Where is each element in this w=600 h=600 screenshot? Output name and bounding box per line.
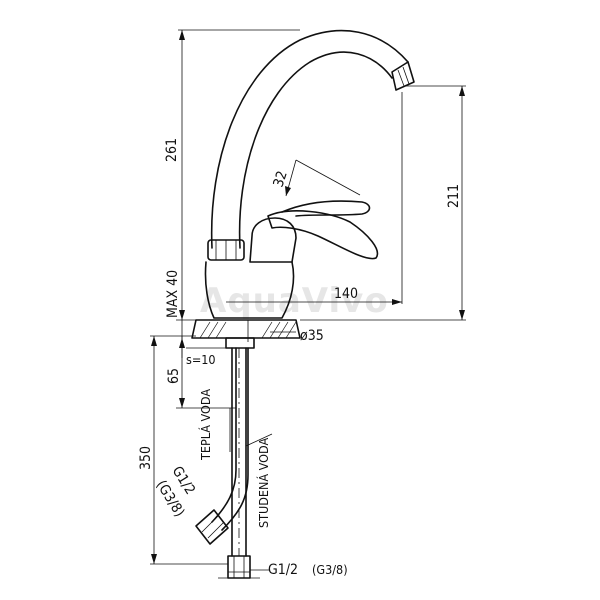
label-cold-water: STUDENÁ VODA <box>256 438 271 528</box>
label-thread-cold-main: G1/2 <box>268 562 298 578</box>
label-thread-cold-alt: (G3/8) <box>312 562 348 577</box>
watermark: AquaVivo <box>200 281 389 321</box>
dimension-lines <box>150 29 466 571</box>
dim-height-total: 261 <box>164 138 180 162</box>
dim-lever-angle: 32 <box>271 169 291 189</box>
faucet-body <box>191 29 415 339</box>
label-hot-water: TEPLÁ VODA <box>198 389 213 461</box>
dim-height-spout: 211 <box>446 184 462 208</box>
dim-reach: 140 <box>334 286 358 302</box>
dim-max-base: MAX 40 <box>165 270 181 318</box>
dim-depth: 65 <box>166 368 182 384</box>
supply-hoses <box>195 337 260 579</box>
dim-wall-thickness: s=10 <box>186 352 216 367</box>
dim-base-diameter: ø35 <box>300 328 324 344</box>
dim-hose-length: 350 <box>138 446 154 470</box>
